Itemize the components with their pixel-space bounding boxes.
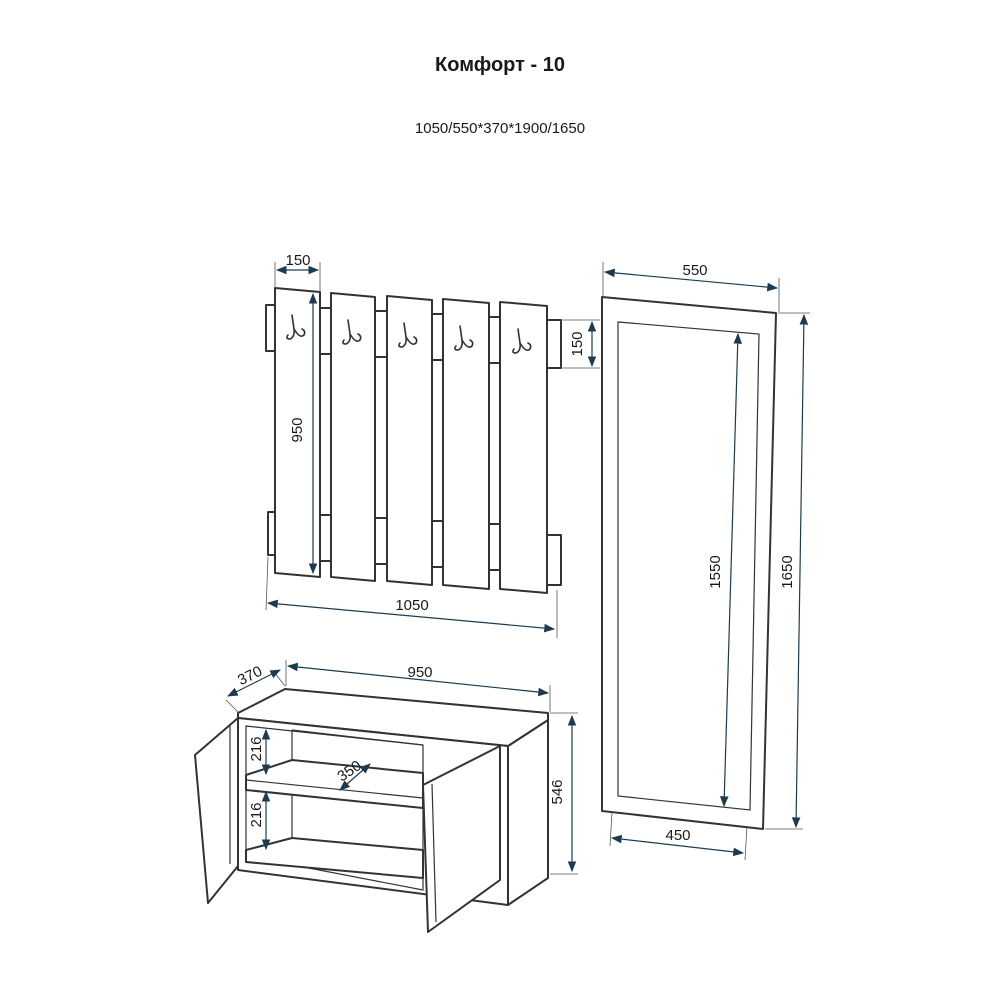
coat-rack-panel-4	[442, 298, 490, 590]
mirror-frame	[601, 296, 777, 830]
dim-label-glass-width: 450	[665, 827, 690, 844]
coat-rack-panel-5	[499, 301, 548, 594]
hook-icon	[342, 319, 362, 345]
drawing-subtitle: 1050/550*370*1900/1650	[414, 120, 586, 137]
dim-rack-height: 950	[289, 292, 318, 575]
cabinet-shelf-2	[245, 837, 424, 879]
dim-label-panel-width: 150	[285, 252, 310, 269]
dim-label-mirror-width: 550	[682, 262, 707, 279]
hook-icon	[286, 314, 306, 340]
dim-label-rack-width: 1050	[395, 597, 428, 614]
dim-label-shelf-gap-top: 216	[248, 736, 265, 761]
coat-hooks	[286, 314, 532, 354]
dim-label-shelf-gap-bottom: 216	[248, 802, 265, 827]
dim-label-cabinet-height: 546	[549, 779, 566, 804]
coat-rack-panels	[274, 287, 548, 594]
mirror: 550 1650 1550 450	[601, 262, 810, 861]
dim-mirror-width: 550	[602, 262, 780, 312]
dim-label-bar-height: 150	[569, 331, 586, 356]
dim-label-cabinet-depth: 370	[235, 663, 265, 689]
dim-shelf-gap-bottom: 216	[248, 790, 271, 851]
cabinet-door-right	[422, 745, 501, 933]
hook-icon	[398, 322, 418, 348]
dim-bar-height: 150	[561, 319, 600, 369]
dim-cabinet-height: 546	[549, 712, 578, 875]
dim-cabinet-width: 950	[285, 660, 551, 712]
hook-icon	[512, 328, 532, 354]
dim-mirror-height: 1650	[765, 312, 810, 830]
hook-icon	[454, 325, 474, 351]
dim-glass-height: 1550	[707, 332, 743, 808]
cabinet-side-panel	[507, 719, 549, 906]
dim-panel-width: 150	[274, 252, 321, 292]
dim-label-mirror-height: 1650	[779, 555, 796, 588]
dim-label-cabinet-width: 950	[407, 664, 432, 681]
coat-rack-panel-2	[330, 292, 376, 582]
coat-rack: 150 950 150 1050	[265, 252, 600, 638]
drawing-title: Комфорт - 10	[435, 54, 565, 76]
dim-rack-width: 1050	[265, 556, 558, 638]
cabinet: 370 950 546 216 216 350	[194, 660, 578, 933]
cabinet-door-left	[194, 717, 239, 904]
mirror-glass	[617, 321, 760, 811]
dim-glass-width: 450	[609, 811, 748, 861]
coat-rack-panel-3	[386, 295, 433, 586]
dim-label-rack-height: 950	[289, 417, 306, 442]
dim-shelf-gap-top: 216	[248, 728, 271, 776]
dim-label-glass-height: 1550	[707, 555, 724, 588]
